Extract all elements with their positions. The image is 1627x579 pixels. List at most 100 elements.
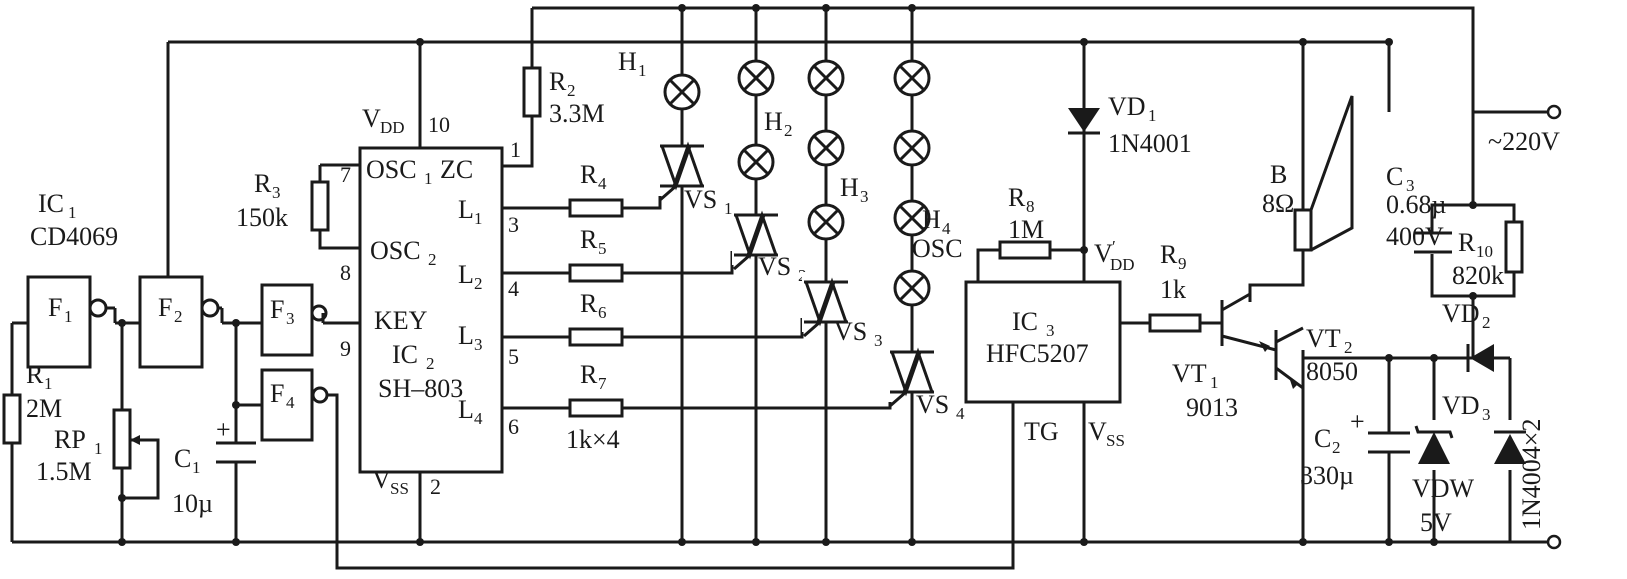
vt1-ref: VT: [1172, 359, 1207, 388]
ic3-vss-sub: SS: [1106, 431, 1125, 450]
h3-sub: 3: [860, 187, 869, 206]
vd3-ref: VD: [1442, 391, 1480, 420]
c3-ref: C: [1386, 162, 1403, 191]
ic2-l3-num: 5: [508, 344, 519, 369]
vs1-sub: 1: [724, 199, 733, 218]
c3-voltage: 400V: [1386, 222, 1444, 251]
r10-ref: R: [1458, 228, 1476, 257]
gate-f1-label: F: [48, 293, 62, 322]
resistor-r10: [1504, 220, 1524, 274]
ic2-vss-label: V: [372, 465, 391, 494]
gate-f3-label: F: [270, 295, 284, 324]
vs4-ref: VS: [916, 390, 949, 419]
gate-f1-sub: 1: [64, 307, 73, 326]
ic2-vdd-label: V: [362, 104, 381, 133]
gate-f4-label: F: [270, 379, 284, 408]
rp1-sub: 1: [94, 439, 103, 458]
gate-f2-sub: 2: [174, 307, 183, 326]
r2-sub: 2: [567, 81, 576, 100]
vt2-sub: 2: [1344, 338, 1353, 357]
gate-f3-sub: 3: [286, 309, 295, 328]
vt1-part: 9013: [1186, 393, 1238, 422]
h1-sub: 1: [638, 61, 647, 80]
ic2-part: SH–803: [378, 374, 463, 403]
ic2-l3-label: L: [458, 321, 474, 350]
ic3-tg-label: TG: [1024, 417, 1059, 446]
ic2-l2-num: 4: [508, 276, 519, 301]
ic2-l4-label: L: [458, 395, 474, 424]
r10-value: 820k: [1452, 261, 1504, 290]
ic2-l3-sub: 3: [474, 335, 483, 354]
resistor-r4: [568, 198, 624, 218]
capacitor-c2: +: [1350, 407, 1410, 454]
r9-sub: 9: [1178, 254, 1187, 273]
capacitor-c3: [1414, 231, 1452, 254]
ic2-vss-num: 2: [430, 474, 441, 499]
r3-ref: R: [254, 169, 272, 198]
ic2-vss-sub: SS: [390, 479, 409, 498]
potentiometer-rp1: [112, 408, 158, 470]
c1-ref: C: [174, 444, 191, 473]
gate-f1: F 1: [26, 275, 117, 369]
diode-vd3: [1494, 430, 1526, 464]
vd1-part: 1N4001: [1108, 129, 1192, 158]
resistor-r1: [2, 393, 22, 445]
ic2-zc-label: ZC: [440, 155, 473, 184]
vd2-ref: VD: [1442, 299, 1480, 328]
ic2-osc1-sub: 1: [424, 169, 433, 188]
gate-f3: F 3: [260, 283, 328, 357]
ic1-part: CD4069: [30, 222, 118, 251]
r3-value: 150k: [236, 203, 288, 232]
zener-vdw: [1414, 425, 1454, 464]
gate-f4-sub: 4: [286, 393, 295, 412]
c1-value: 10µ: [172, 489, 213, 518]
r7-ref: R: [580, 360, 598, 389]
ic3-vdd-sub: DD: [1110, 255, 1135, 274]
diode-vd1: [1068, 108, 1100, 135]
rp1-ref: RP: [54, 425, 86, 454]
r5-ref: R: [580, 225, 598, 254]
gate-f2: F 2: [138, 275, 224, 369]
ic2-vdd-sub: DD: [380, 118, 405, 137]
h4-ref: H: [922, 205, 941, 234]
vd1-sub: 1: [1148, 106, 1157, 125]
r4-ref: R: [580, 160, 598, 189]
ic2-osc2-num: 8: [340, 260, 351, 285]
ic2-zc-num: 1: [510, 137, 521, 162]
ic2-l1-sub: 1: [474, 209, 483, 228]
ic2-osc2-label: OSC: [370, 236, 421, 265]
c3-sub: 3: [1406, 176, 1415, 195]
gate-f4: F 4: [260, 368, 339, 442]
ic2-block: [358, 146, 504, 474]
ic2-l1-label: L: [458, 195, 474, 224]
r7-sub: 7: [598, 374, 607, 393]
lamp-h3: [807, 59, 845, 241]
vd3-sub: 3: [1482, 405, 1491, 424]
r6-ref: R: [580, 289, 598, 318]
ic2-ref: IC: [392, 340, 418, 369]
r3-sub: 3: [272, 183, 281, 202]
h2-ref: H: [764, 107, 783, 136]
h3-ref: H: [840, 173, 859, 202]
resistor-r9: [1148, 313, 1202, 333]
ic2-osc2-sub: 2: [428, 250, 437, 269]
ic2-l2-label: L: [458, 260, 474, 289]
vd3-part: 1N4004×2: [1517, 419, 1546, 530]
resistor-r5: [568, 263, 624, 283]
gate-f2-label: F: [158, 293, 172, 322]
c2-ref: C: [1314, 424, 1331, 453]
ic3-block: [964, 280, 1122, 404]
speaker-b: [1293, 95, 1354, 252]
ic2-key-label: KEY: [374, 306, 428, 335]
r5-sub: 5: [598, 239, 607, 258]
diode-vd2: [1466, 344, 1494, 372]
resistor-r7: [568, 398, 624, 418]
ac-terminal-top: [1546, 104, 1562, 120]
r9-ref: R: [1160, 240, 1178, 269]
ic2-l4-sub: 4: [474, 409, 483, 428]
resistor-r3: [310, 180, 330, 232]
vd2-sub: 2: [1482, 313, 1491, 332]
r8-ref: R: [1008, 183, 1026, 212]
vs4-sub: 4: [956, 404, 965, 423]
vt2-part: 8050: [1306, 357, 1358, 386]
